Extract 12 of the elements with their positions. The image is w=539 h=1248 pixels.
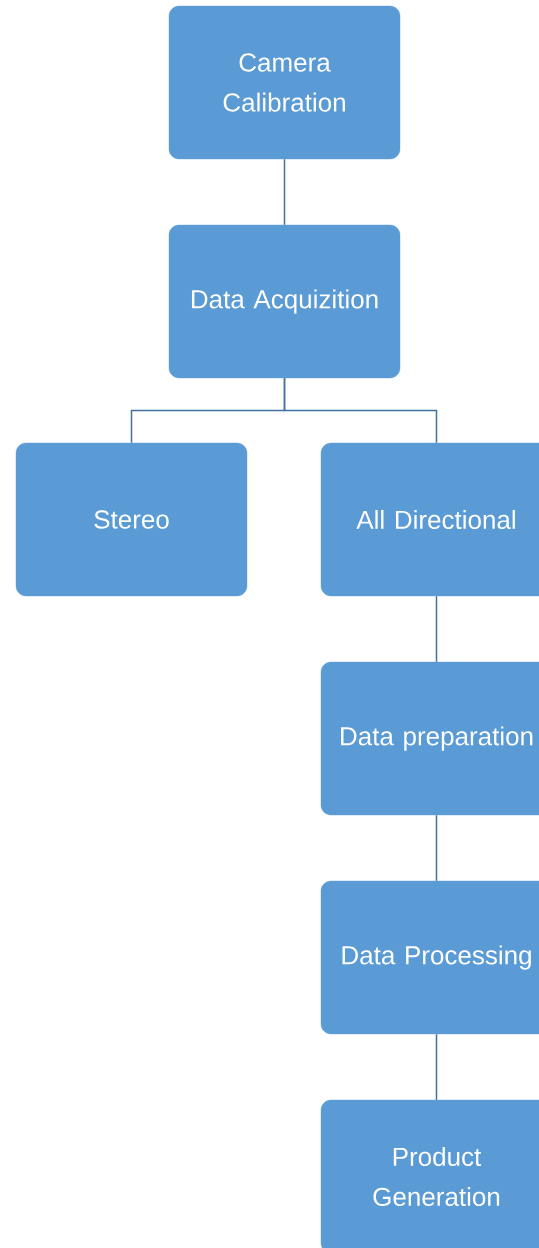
process-box: Product Generation bbox=[320, 1099, 539, 1248]
process-box: Data Processing bbox=[320, 880, 539, 1035]
process-box: All Directional bbox=[320, 442, 539, 597]
process-box: Data preparation bbox=[320, 661, 539, 816]
connector-line bbox=[435, 595, 438, 663]
connector-line bbox=[435, 1033, 438, 1101]
connector-line bbox=[435, 814, 438, 882]
process-box: Data Acquizition bbox=[168, 224, 401, 379]
process-box: Camera Calibration bbox=[168, 5, 401, 160]
process-box: Stereo bbox=[15, 442, 248, 597]
connector-line bbox=[283, 377, 438, 444]
connector-line bbox=[283, 158, 286, 226]
